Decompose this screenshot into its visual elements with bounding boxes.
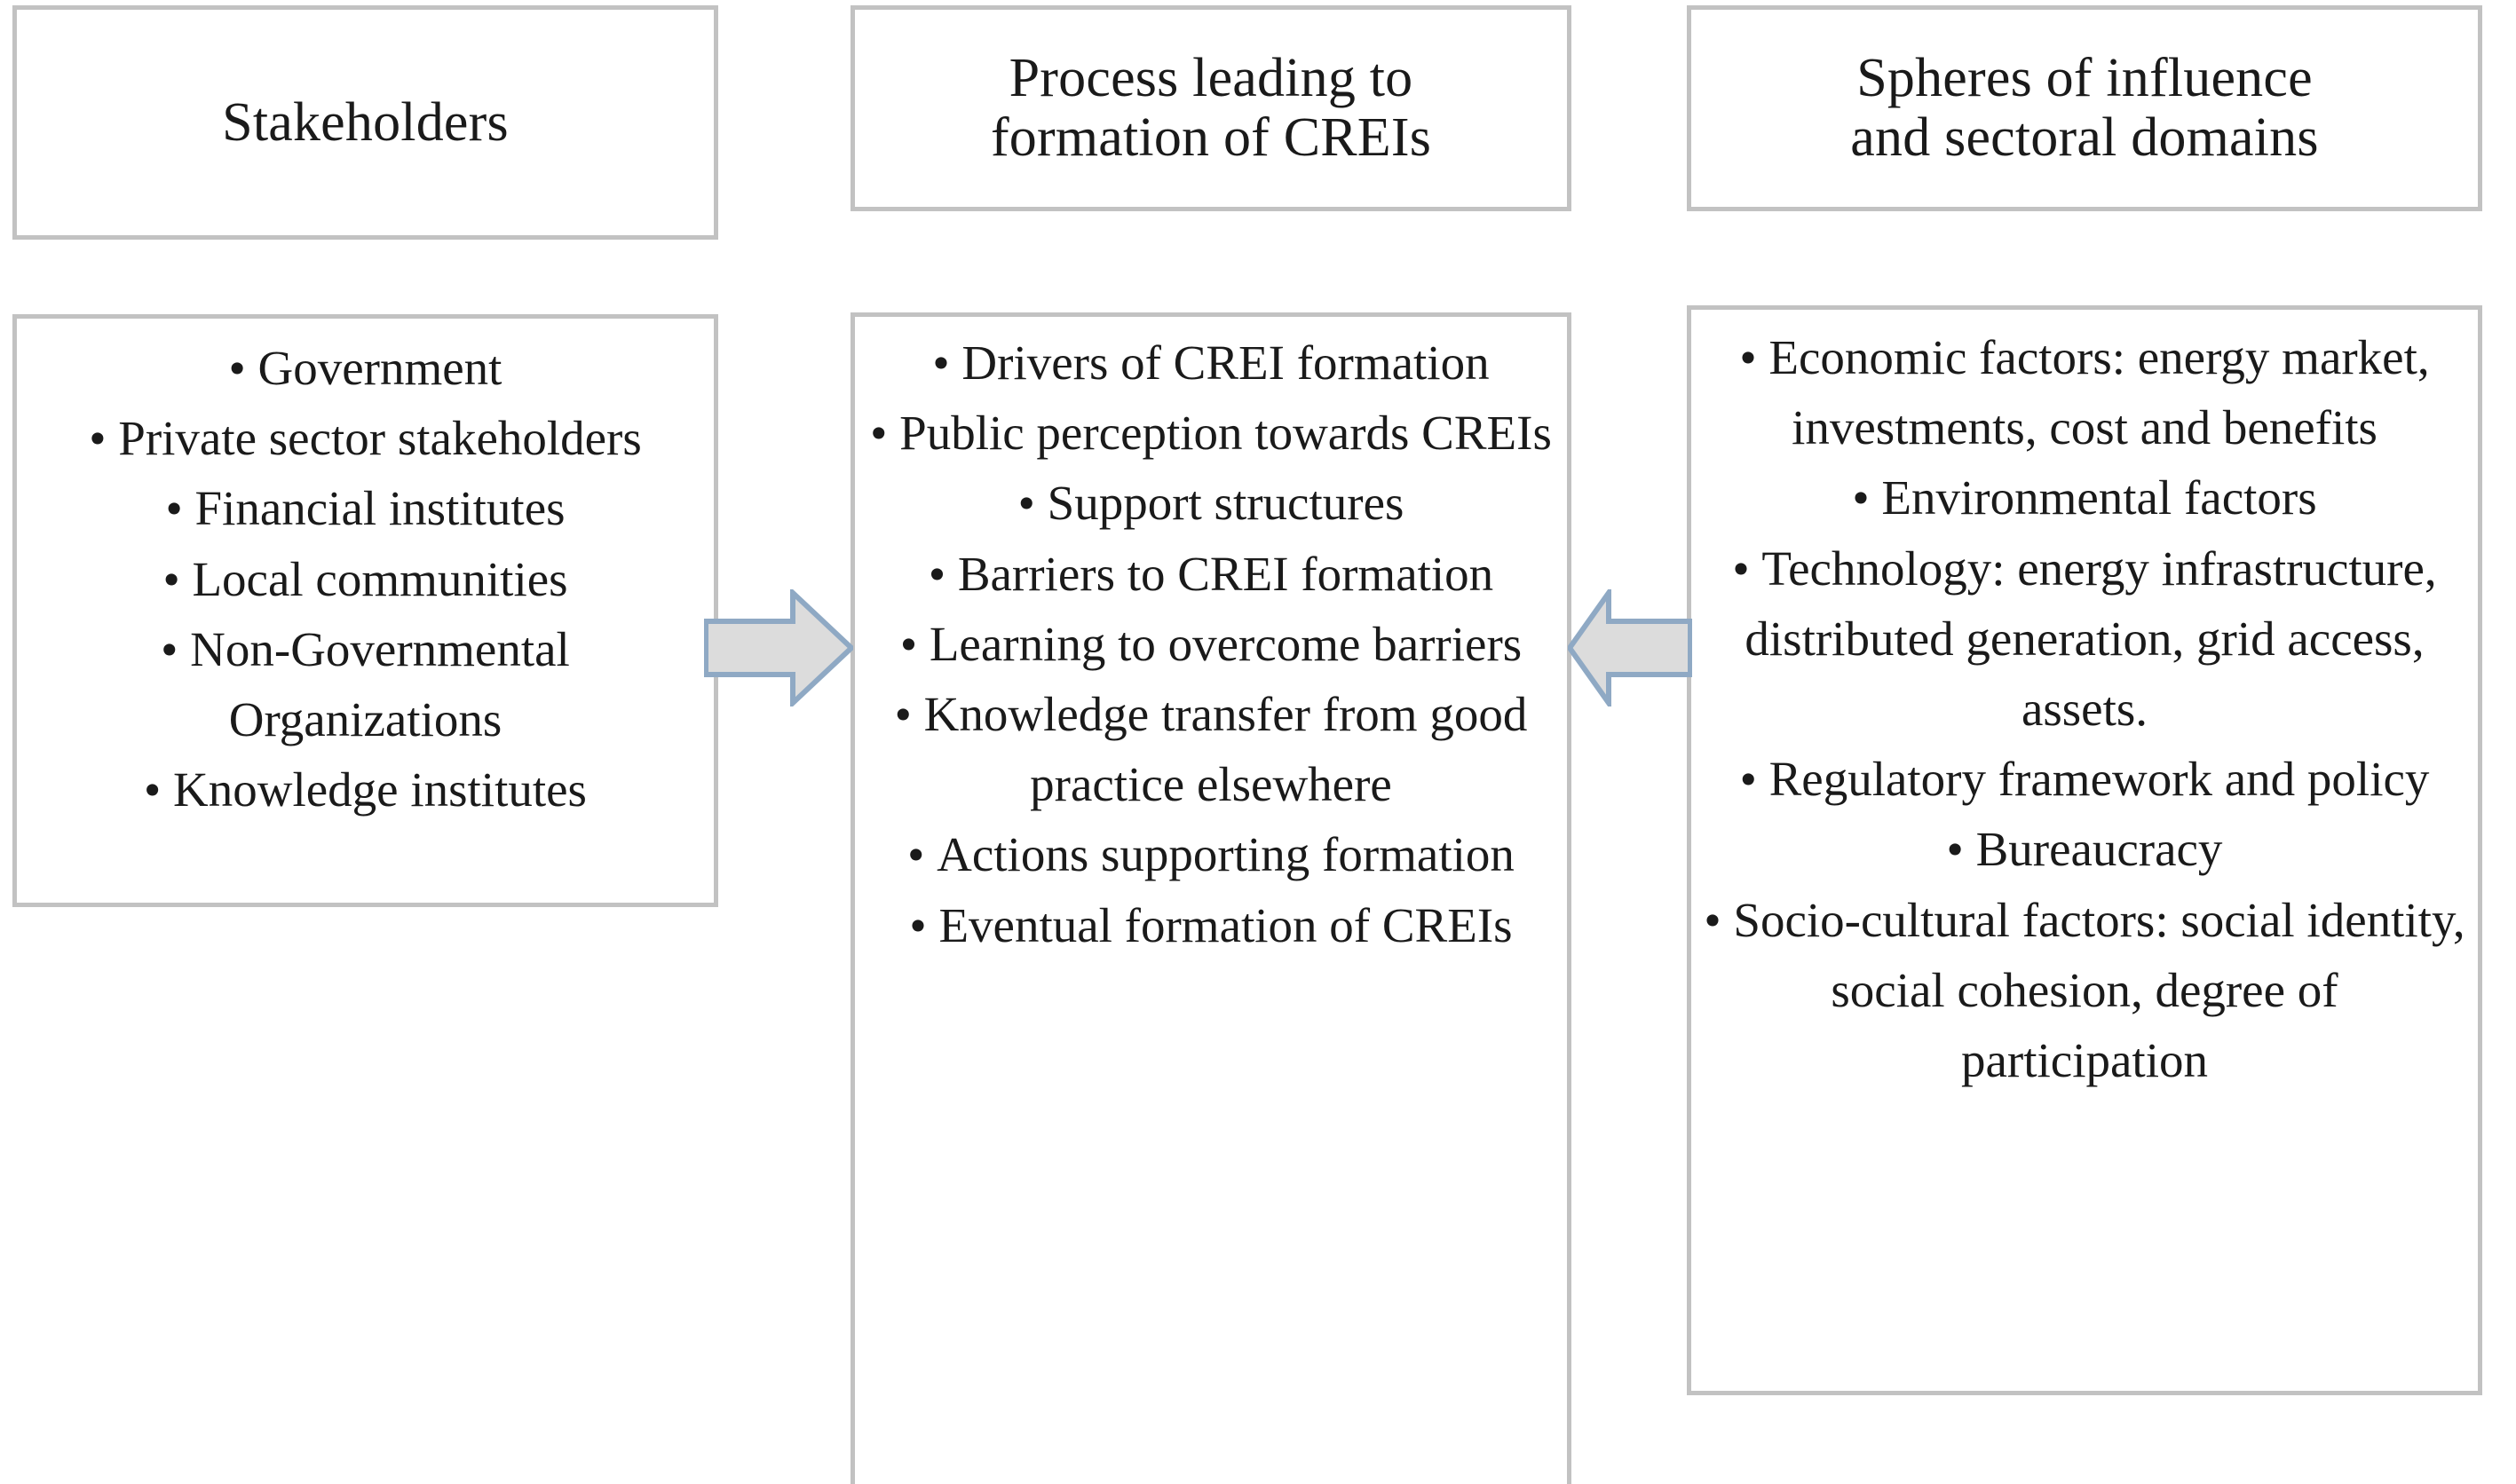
list-item: Government [17,333,714,403]
list-item: Environmental factors [1691,462,2478,533]
header-title-process-line-1: Process leading to [1009,48,1413,109]
header-box-process: Process leading to formation of CREIs [851,5,1571,211]
list-item: Non-Governmental Organizations [17,614,714,754]
list-item: Actions supporting formation [855,819,1567,889]
header-title-spheres: Spheres of influence and sectoral domain… [1834,49,2334,168]
header-title-spheres-line-2: and sectoral domains [1850,107,2319,168]
list-item: Bureaucracy [1691,814,2478,884]
list-item: Financial institutes [17,473,714,543]
content-box-process: Drivers of CREI formationPublic percepti… [851,312,1571,1484]
list-item: Learning to overcome barriers [855,609,1567,679]
list-item: Economic factors: energy market, investm… [1691,322,2478,462]
content-box-spheres: Economic factors: energy market, investm… [1687,305,2482,1395]
list-item: Support structures [855,468,1567,538]
list-item: Public perception towards CREIs [855,398,1567,468]
list-item: Knowledge institutes [17,754,714,825]
header-box-stakeholders: Stakeholders [12,5,718,240]
header-title-stakeholders: Stakeholders [222,91,509,153]
list-item: Knowledge transfer from good practice el… [855,679,1567,819]
list-item: Barriers to CREI formation [855,539,1567,609]
header-title-process: Process leading to formation of CREIs [975,49,1447,168]
header-box-spheres: Spheres of influence and sectoral domain… [1687,5,2482,211]
list-item: Local communities [17,544,714,614]
bullet-list-spheres: Economic factors: energy market, investm… [1691,322,2478,1095]
list-item: Socio-cultural factors: social identity,… [1691,885,2478,1096]
list-item: Technology: energy infrastructure, distr… [1691,533,2478,745]
list-item: Private sector stakeholders [17,403,714,473]
list-item: Regulatory framework and policy [1691,744,2478,814]
content-box-stakeholders: GovernmentPrivate sector stakeholdersFin… [12,314,718,907]
arrow-left-icon-spheres-to-process [1568,589,1692,706]
header-title-process-line-2: formation of CREIs [990,107,1432,168]
arrow-right-icon-stakeholders-to-process [704,589,853,706]
header-title-spheres-line-1: Spheres of influence [1856,48,2313,109]
list-item: Drivers of CREI formation [855,328,1567,398]
list-item: Eventual formation of CREIs [855,890,1567,960]
bullet-list-process: Drivers of CREI formationPublic percepti… [855,328,1567,960]
bullet-list-stakeholders: GovernmentPrivate sector stakeholdersFin… [17,333,714,825]
